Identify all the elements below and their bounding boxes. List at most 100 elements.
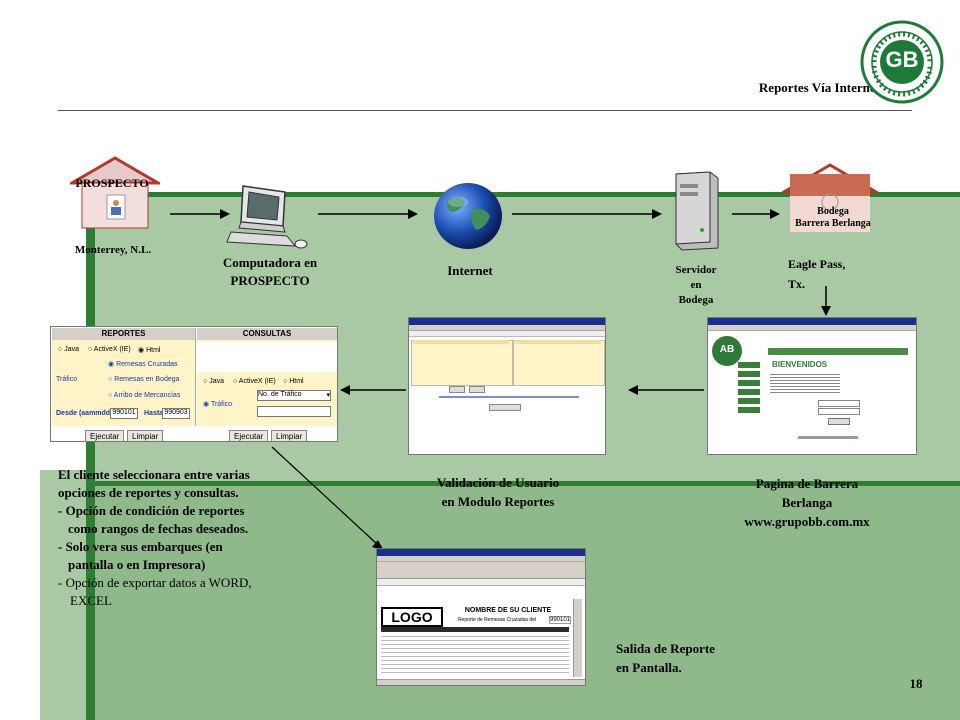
validacion-caption-line2: en Modulo Reportes: [441, 494, 555, 509]
description-line5: - Solo vera sus embarques (en: [58, 539, 223, 554]
consultas-panel: CONSULTAS ○ Java ○ ActiveX (IE) ○ Html ◉…: [197, 328, 337, 426]
accent-bar-middle: [95, 481, 960, 486]
site-logo-text: AB: [719, 344, 735, 355]
radio-html[interactable]: ◉ Html: [138, 347, 161, 354]
validation-screenshot: [408, 317, 606, 455]
ejecutar-button-mini[interactable]: [449, 386, 465, 393]
arrow-down-icon: [821, 286, 831, 316]
validacion-caption: Validación de Usuario en Modulo Reportes: [400, 473, 596, 511]
reports-form-screenshot: REPORTES ○ Java ○ ActiveX (IE) ◉ Html Tr…: [50, 326, 338, 442]
browser-statusbar: [377, 679, 585, 685]
pagina-caption-line2: Berlanga: [781, 495, 833, 510]
description-line4: como rangos de fechas deseados.: [68, 521, 249, 536]
computer-icon: [226, 185, 308, 249]
bodega-house: [778, 162, 882, 234]
consultas-radio-java[interactable]: ○ Java: [203, 378, 224, 385]
site-nav: [738, 362, 760, 422]
limpiar-button[interactable]: Limpiar: [127, 430, 164, 441]
report-subtitle-value: 990101: [549, 616, 571, 624]
hasta-input[interactable]: 990903: [162, 408, 190, 419]
consultas-blank: [197, 342, 337, 372]
report-subtitle: Reporte de Remesas Cruzadas del: [457, 617, 537, 623]
arrow-left-icon: [628, 385, 704, 395]
radio-arribo-label: Arribo de Mercancías: [113, 392, 181, 399]
arrow-right-icon: [170, 209, 230, 219]
description-line1: El cliente seleccionara entre varias: [58, 467, 250, 482]
action-button-mini[interactable]: [489, 404, 521, 411]
bodega-location-line1: Eagle Pass,: [788, 257, 846, 271]
prospect-label: PROSPECTO: [75, 176, 149, 190]
site-footer: [798, 436, 858, 439]
desde-label: Desde (aammdd): [56, 410, 113, 417]
warehouse-icon: [778, 163, 882, 232]
page-number: 18: [909, 676, 923, 691]
prospect-house: [66, 155, 164, 230]
desde-input[interactable]: 990101: [110, 408, 138, 419]
consultas-radio-activex-label: ActiveX (IE): [238, 378, 276, 385]
consultas-radio-activex[interactable]: ○ ActiveX (IE): [233, 378, 276, 385]
radio-java[interactable]: ○ Java: [58, 346, 79, 353]
arrow-diagonal-icon: [271, 446, 384, 551]
computer-label-line1: Computadora en: [222, 255, 318, 270]
radio-arribo[interactable]: ○ Arribo de Mercancías: [108, 392, 181, 399]
computer-label-line2: PROSPECTO: [230, 273, 310, 288]
site-banner: [768, 348, 908, 355]
server-icon: [675, 171, 719, 251]
arrow-right-icon: [512, 209, 662, 219]
report-scrollbar[interactable]: [573, 599, 582, 677]
prospect-location: Monterrey, N.L.: [74, 244, 152, 256]
radio-html-label: Html: [146, 347, 161, 354]
ejecutar-button[interactable]: Ejecutar: [85, 430, 125, 441]
company-logo: GB: [860, 20, 944, 104]
internet-globe-icon: [434, 183, 502, 249]
consultas-select[interactable]: No. de Tráfico▾: [257, 390, 331, 401]
window-titlebar: [377, 549, 585, 556]
accent-bar-top: [95, 192, 960, 197]
consultas-limpiar-button[interactable]: Limpiar: [271, 430, 308, 441]
limpiar-button-mini[interactable]: [469, 386, 485, 393]
user-field[interactable]: [818, 400, 860, 407]
salida-caption-line1: Salida de Reporte: [616, 641, 715, 656]
reportes-panel-mini: [411, 340, 513, 386]
radio-activex-label: ActiveX (IE): [93, 346, 131, 353]
logo-letters: GB: [885, 47, 919, 72]
radio-remesas-bodega-label: Remesas en Bodega: [114, 376, 180, 383]
consultas-input[interactable]: [257, 406, 331, 417]
accent-bar-vertical: [86, 192, 95, 720]
radio-java-label: Java: [64, 346, 79, 353]
window-menubar: [409, 325, 605, 331]
server-label: Servidor en Bodega: [656, 263, 736, 308]
bodega-location: Eagle Pass, Tx.: [788, 254, 868, 294]
password-field[interactable]: [818, 408, 860, 415]
consultas-radio-html[interactable]: ○ Html: [283, 378, 304, 385]
window-menubar: [377, 556, 585, 562]
browser-toolbar: [377, 562, 585, 579]
login-button[interactable]: [828, 418, 850, 425]
consultas-radio-trafico[interactable]: ◉ Tráfico: [203, 401, 233, 408]
consultas-radio-html-label: Html: [289, 378, 304, 385]
radio-remesas-cruzadas[interactable]: ◉ Remesas Cruzadas: [108, 361, 178, 368]
description-line6: pantalla o en Impresora): [68, 557, 206, 572]
address-bar: [377, 579, 585, 586]
consultas-header: CONSULTAS: [197, 328, 337, 340]
bodega-label-line1: Bodega: [817, 206, 849, 217]
report-output-screenshot: LOGO NOMBRE DE SU CLIENTE Reporte de Rem…: [376, 548, 586, 686]
report-client: NOMBRE DE SU CLIENTE: [464, 607, 552, 614]
consultas-radio-java-label: Java: [209, 378, 224, 385]
company-logo-icon: [860, 20, 944, 104]
radio-remesas-bodega[interactable]: ○ Remesas en Bodega: [108, 376, 180, 383]
login-page-screenshot: AB BIENVENIDOS: [707, 317, 917, 455]
page-title: Reportes Vía Internet: [758, 80, 880, 95]
bodega-location-line2: Tx.: [788, 277, 806, 291]
report-logo: LOGO: [381, 607, 443, 627]
panel-header-mini: [413, 340, 509, 344]
radio-activex[interactable]: ○ ActiveX (IE): [88, 346, 131, 353]
description-line3: - Opción de condición de reportes: [58, 503, 245, 518]
arrow-right-icon: [732, 209, 780, 219]
consultas-ejecutar-button[interactable]: Ejecutar: [229, 430, 269, 441]
site-logo: [712, 336, 742, 366]
bodega-label-line2: Barrera Berlanga: [795, 218, 871, 229]
pagina-caption-line3[interactable]: www.grupobb.com.mx: [744, 514, 870, 529]
report-table-rows: [381, 633, 569, 673]
description-text: El cliente seleccionara entre varias opc…: [58, 466, 338, 610]
